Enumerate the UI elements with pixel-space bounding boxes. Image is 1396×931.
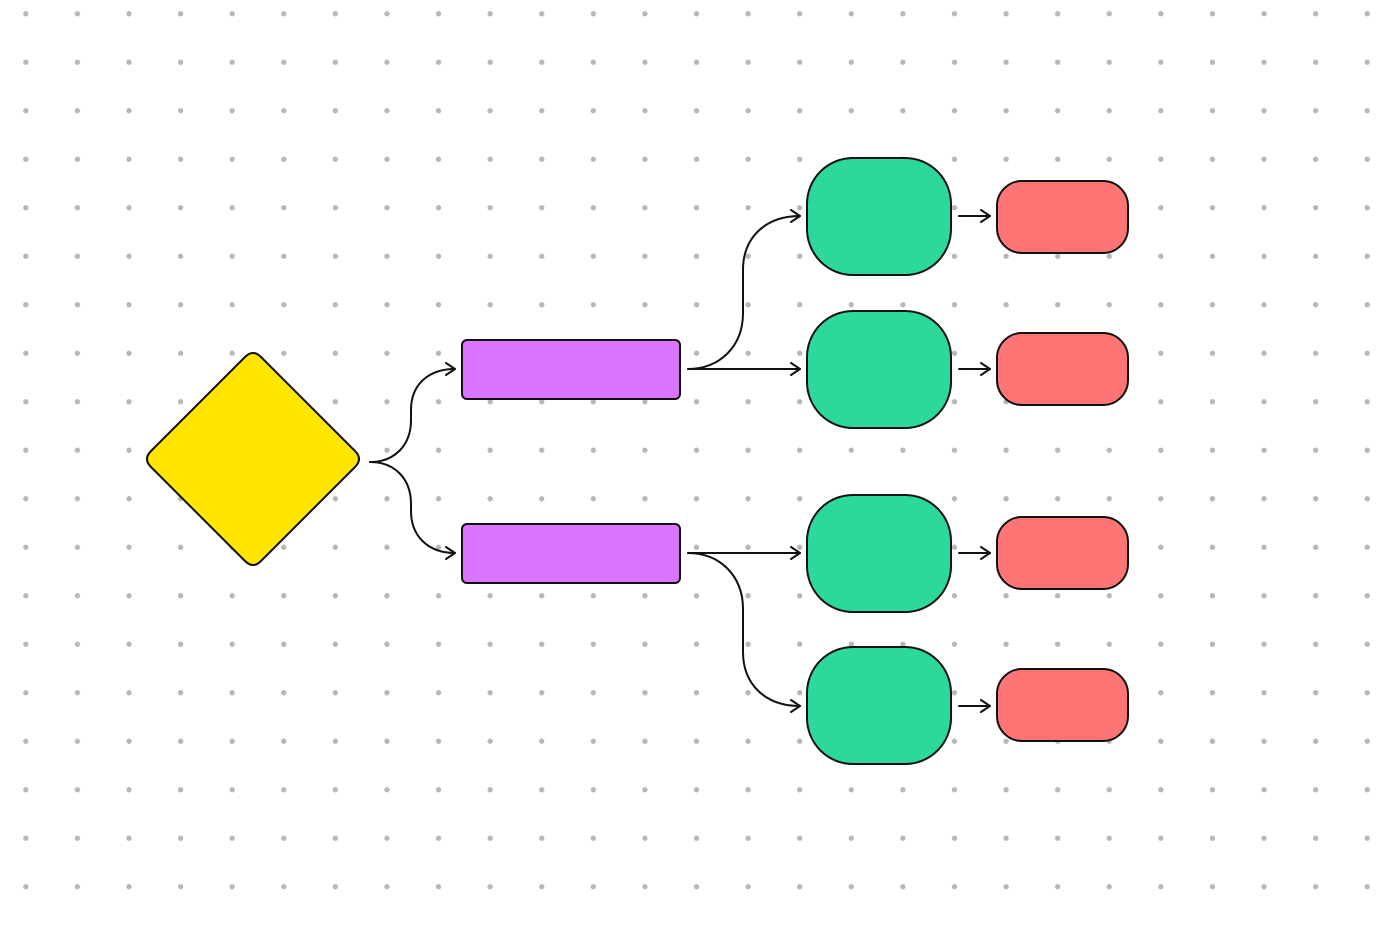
outcome-pill-3 (996, 516, 1129, 590)
branch-node-4[interactable] (806, 646, 952, 765)
connector-decision-to-process-top[interactable] (369, 362, 456, 463)
decision-node[interactable] (146, 352, 360, 566)
branch-node-1[interactable] (806, 157, 952, 276)
outcome-pill-2 (996, 332, 1129, 406)
branch-node-3[interactable] (806, 494, 952, 613)
outcome-node-1[interactable] (996, 180, 1129, 254)
outcome-pill-4 (996, 668, 1129, 742)
branch-shape-2 (806, 310, 952, 429)
process-rect-bottom (461, 523, 681, 584)
process-rect-top (461, 339, 681, 400)
branch-shape-3 (806, 494, 952, 613)
outcome-node-4[interactable] (996, 668, 1129, 742)
process-node-bottom[interactable] (461, 523, 681, 584)
branch-node-2[interactable] (806, 310, 952, 429)
decision-diamond (146, 352, 360, 566)
branch-shape-1 (806, 157, 952, 276)
outcome-pill-1 (996, 180, 1129, 254)
branch-shape-4 (806, 646, 952, 765)
outcome-node-3[interactable] (996, 516, 1129, 590)
connectors (369, 209, 991, 713)
connector-decision-to-process-bottom[interactable] (369, 461, 456, 560)
process-node-top[interactable] (461, 339, 681, 400)
connector-process-top-to-branch-1[interactable] (687, 209, 801, 370)
connector-process-bottom-to-branch-4[interactable] (687, 552, 801, 713)
outcome-node-2[interactable] (996, 332, 1129, 406)
